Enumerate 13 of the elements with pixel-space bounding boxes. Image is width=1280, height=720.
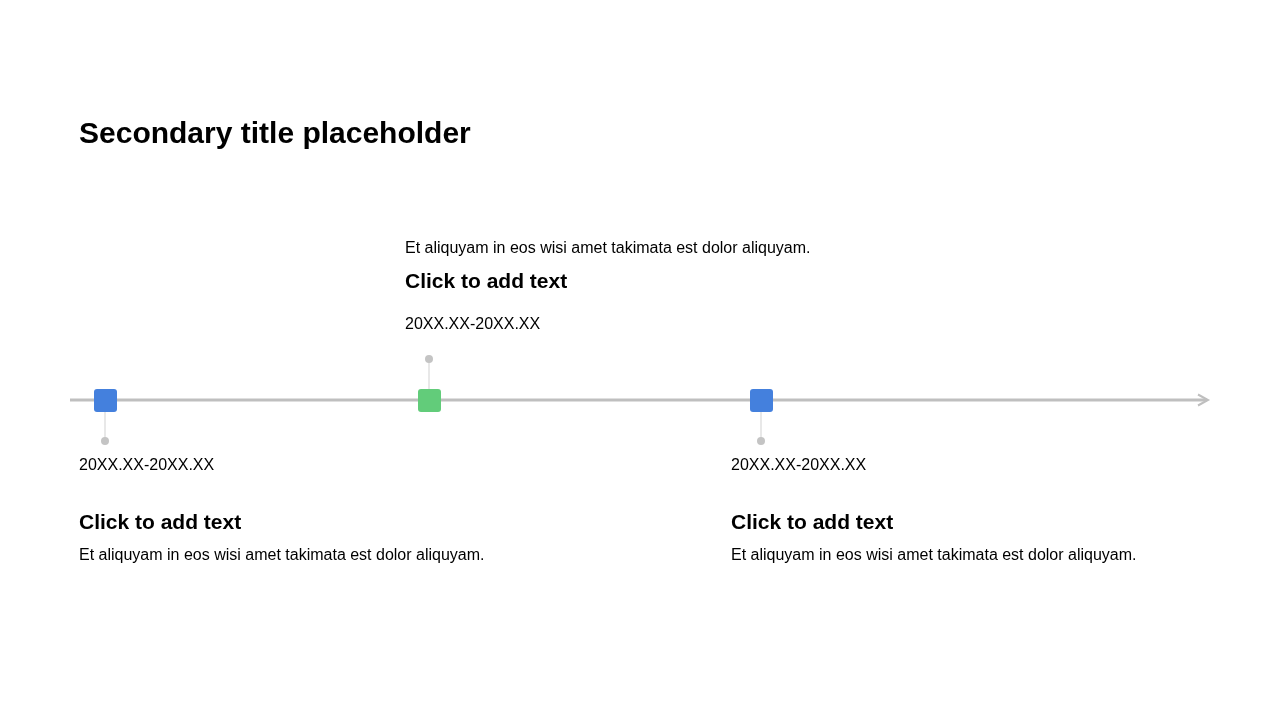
milestone-description: Et aliquyam in eos wisi amet takimata est dolor aliquyam. (731, 545, 1137, 564)
milestone-heading: Click to add text (405, 268, 568, 293)
milestone-heading: Click to add text (79, 509, 242, 534)
milestone-heading: Click to add text (731, 509, 894, 534)
slide-title: Secondary title placeholder (79, 115, 471, 151)
milestone-description: Et aliquyam in eos wisi amet takimata est dolor aliquyam. (79, 545, 485, 564)
milestone-marker (749, 388, 773, 412)
date-range: 20XX.XX-20XX.XX (79, 455, 215, 474)
milestone-marker (417, 388, 441, 412)
date-range: 20XX.XX-20XX.XX (731, 455, 867, 474)
milestone-description: Et aliquyam in eos wisi amet takimata est dolor aliquyam. (405, 238, 811, 257)
date-range: 20XX.XX-20XX.XX (405, 314, 541, 333)
milestone-marker (93, 388, 117, 412)
